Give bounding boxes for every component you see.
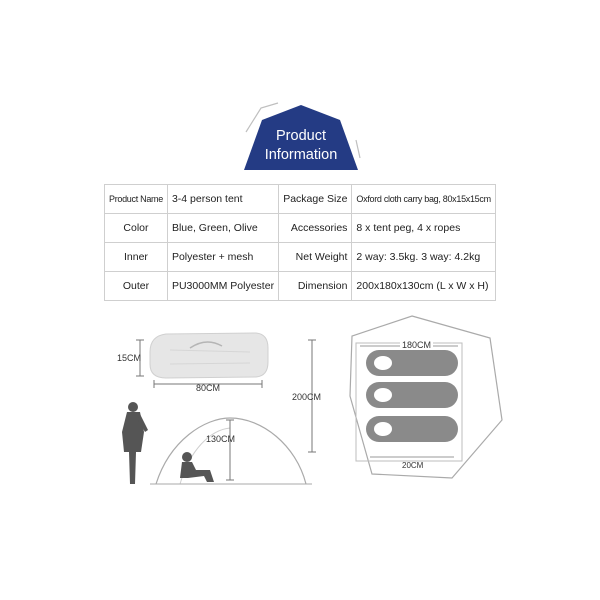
sleeping-bag-icon (366, 382, 458, 408)
person-sitting-icon (180, 452, 214, 482)
table-row: Outer PU3000MM Polyester Dimension 200x1… (104, 271, 496, 301)
spec-label: Dimension (278, 271, 353, 301)
person-standing-icon (122, 402, 148, 484)
spec-label: Net Weight (278, 242, 353, 272)
spec-value: 200x180x130cm (L x W x H) (351, 271, 496, 301)
spec-label: Product Name (104, 184, 168, 214)
spec-value: Polyester + mesh (166, 242, 280, 272)
badge-title-line1: Product (276, 128, 326, 144)
spec-label: Inner (104, 242, 168, 272)
carry-bag-illustration (136, 332, 269, 388)
table-row: Color Blue, Green, Olive Accessories 8 x… (104, 213, 496, 243)
sleeping-bag-icon (366, 350, 458, 376)
floor-width-bottom-label: 20CM (402, 461, 424, 470)
bag-height-label: 15CM (117, 353, 142, 363)
spec-table: Product Name 3-4 person tent Package Siz… (104, 184, 496, 301)
sleeping-bag-icon (366, 416, 458, 442)
spec-label: Package Size (278, 184, 353, 214)
badge-title-line2: Information (264, 147, 338, 163)
dome-tent-illustration (150, 417, 312, 485)
badge-shape (244, 102, 361, 170)
table-row: Inner Polyester + mesh Net Weight 2 way:… (104, 242, 496, 272)
bag-length-label: 80CM (196, 383, 221, 393)
product-information-badge: Product Information (238, 100, 364, 172)
floor-length-label: 200CM (292, 392, 322, 402)
floor-width-top-label: 180CM (400, 340, 434, 350)
spec-value: 8 x tent peg, 4 x ropes (351, 213, 496, 243)
spec-value: PU3000MM Polyester (166, 271, 280, 301)
floor-plan-illustration (308, 315, 503, 479)
spec-value: Blue, Green, Olive (166, 213, 280, 243)
tent-height-label: 130CM (206, 434, 236, 444)
